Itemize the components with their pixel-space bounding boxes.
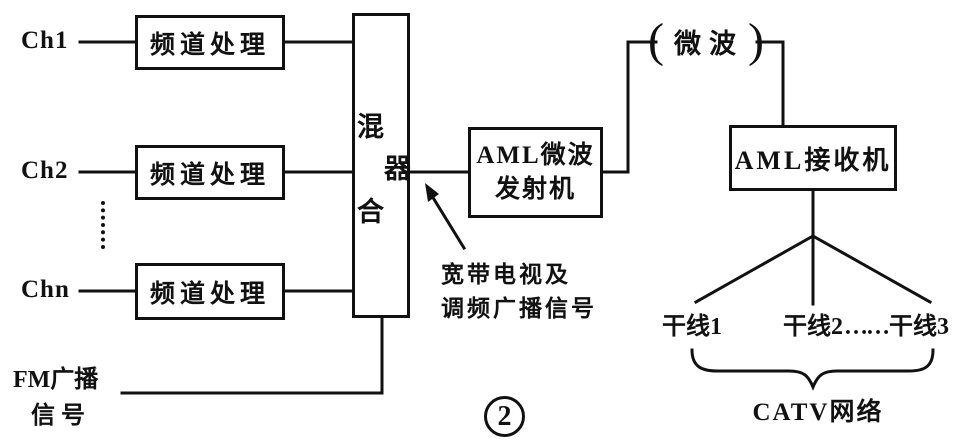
channel-2-label: Ch2 [21, 157, 69, 184]
aml-transmitter-box: AML微波 发射机 [468, 127, 603, 218]
aml-transmitter-line-1: AML微波 [476, 141, 595, 169]
channel-processor-box-n: 频道处理 [135, 263, 285, 320]
transmitter-to-microwave-wire [601, 40, 658, 174]
channel-processor-label-2: 频道处理 [149, 161, 270, 189]
figure-number-badge: 2 [484, 396, 525, 437]
microwave-to-receiver-wire [755, 40, 785, 127]
channel-processor-label-n: 频道处理 [149, 280, 270, 308]
mixer-label: 混合器 [353, 111, 410, 282]
trunk-3-label: 干线3 [889, 314, 949, 340]
channel-processor-label-1: 频道处理 [149, 31, 270, 59]
annotation-line-2: 调频广播信号 [441, 296, 597, 321]
annotation-line-1: 宽带电视及 [441, 262, 571, 287]
annotation-arrow [425, 183, 467, 251]
microwave-link-label: ( 微波 ) [648, 14, 764, 68]
mixer-box: 混合器 [352, 13, 410, 318]
aml-transmitter-line-2: 发射机 [494, 175, 576, 203]
channel-ellipsis [101, 201, 105, 249]
fm-input-wire [120, 316, 384, 395]
trunk-2-3-group: 干线2 …… 干线3 [783, 306, 949, 341]
fm-signal-label-line-1: FM广播 [13, 367, 99, 393]
figure-number: 2 [497, 400, 512, 432]
fm-signal-label-line-2: 信号 [31, 403, 91, 429]
receiver-fanout-wires [693, 189, 933, 306]
aml-receiver-label: AML接收机 [734, 145, 892, 175]
microwave-word: 微波 [673, 28, 744, 59]
aml-receiver-box: AML接收机 [729, 125, 897, 191]
trunk-1-label: 干线1 [662, 314, 722, 340]
channel-n-label: Chn [21, 276, 70, 303]
channel-processor-box-2: 频道处理 [135, 145, 285, 200]
trunk-2-label: 干线2 [783, 314, 843, 340]
trunk-ellipsis: …… [844, 314, 890, 340]
open-paren: ( [648, 14, 664, 67]
channel-processor-box-1: 频道处理 [135, 15, 285, 70]
catv-brace [690, 348, 935, 391]
catv-network-label: CATV网络 [752, 399, 884, 426]
close-paren: ) [747, 14, 764, 67]
channel-1-label: Ch1 [21, 27, 69, 54]
